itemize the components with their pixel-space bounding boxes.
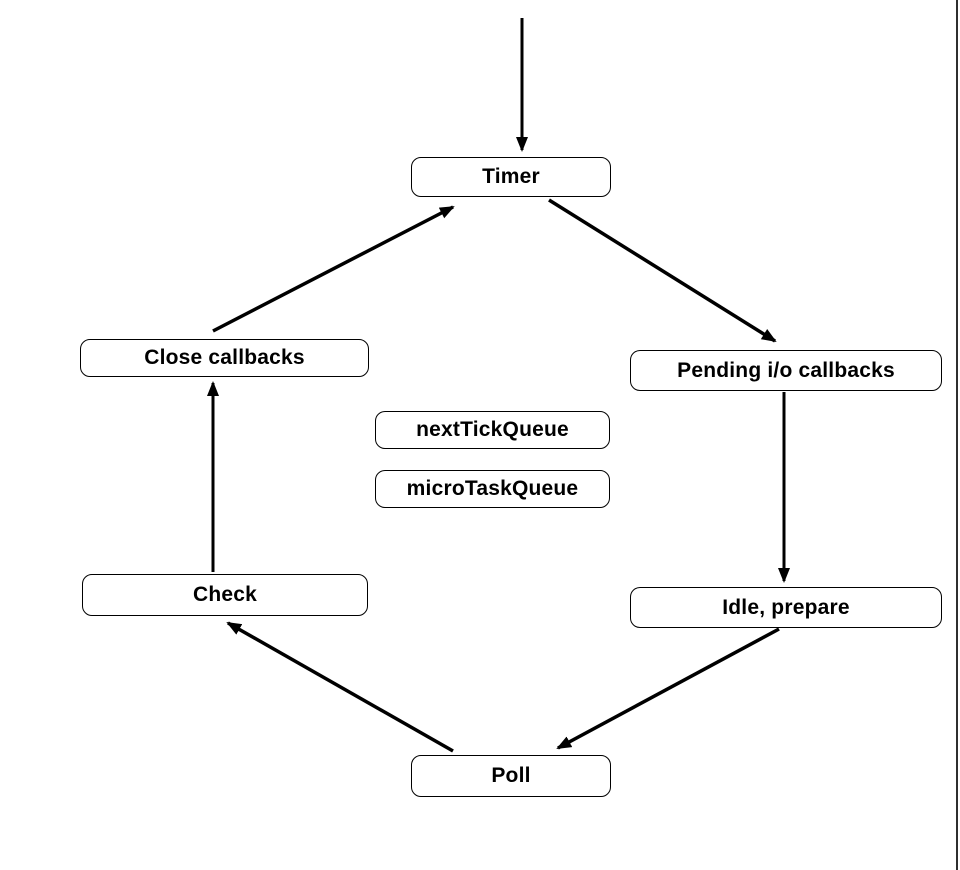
node-next-tick-queue: nextTickQueue	[375, 411, 610, 449]
node-pending-io-callbacks: Pending i/o callbacks	[630, 350, 942, 391]
node-next-tick-queue-label: nextTickQueue	[416, 418, 569, 441]
node-micro-task-queue: microTaskQueue	[375, 470, 610, 508]
arrow-idle-prepare-to-poll	[556, 627, 780, 750]
node-close-callbacks-label: Close callbacks	[144, 346, 305, 369]
node-poll: Poll	[411, 755, 611, 797]
node-poll-label: Poll	[491, 764, 531, 787]
node-pending-io-callbacks-label: Pending i/o callbacks	[677, 358, 895, 382]
node-close-callbacks: Close callbacks	[80, 339, 369, 377]
node-idle-prepare: Idle, prepare	[630, 587, 942, 628]
screen-edge-line	[955, 0, 958, 870]
node-check: Check	[82, 574, 368, 616]
arrow-close-callbacks-to-timer	[212, 205, 455, 333]
node-timer: Timer	[411, 157, 611, 197]
arrow-poll-to-check	[226, 621, 454, 753]
node-idle-prepare-label: Idle, prepare	[722, 595, 850, 619]
node-check-label: Check	[192, 583, 258, 606]
arrow-timer-to-pending-io-callbacks	[548, 198, 777, 343]
node-micro-task-queue-label: microTaskQueue	[406, 477, 579, 500]
node-timer-label: Timer	[482, 165, 540, 188]
